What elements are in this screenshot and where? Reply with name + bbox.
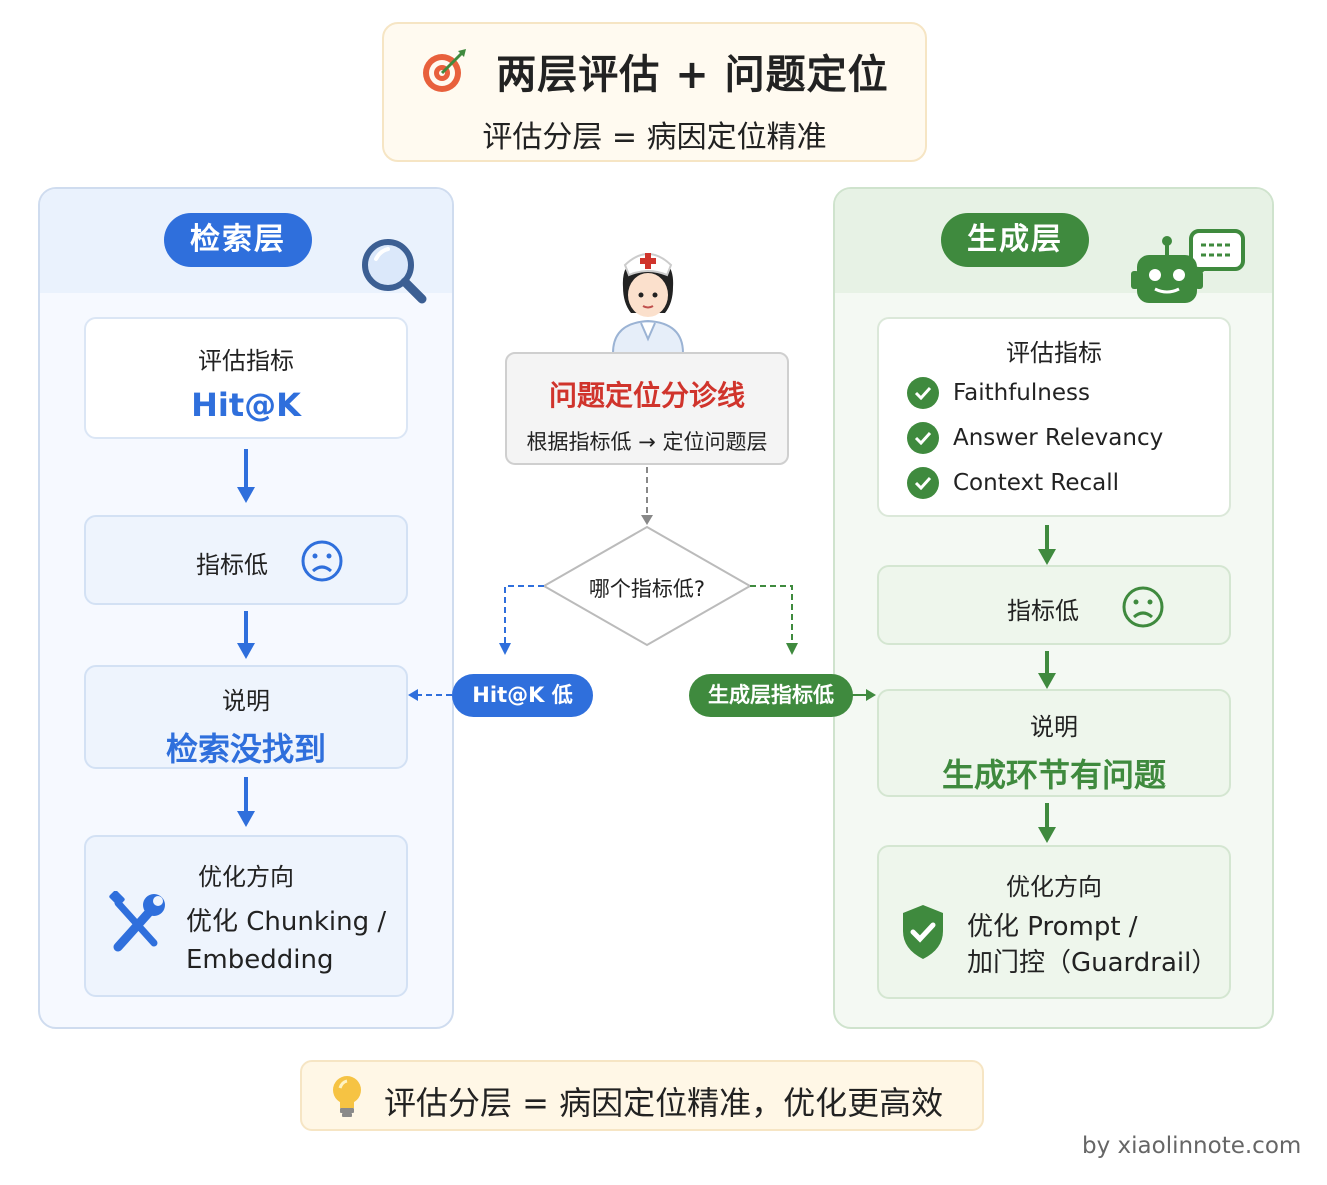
generation-metric-card: 评估指标 Faithfulness Answer Relevancy Conte… <box>877 317 1231 517</box>
header-subtitle: 评估分层 = 病因定位精准 <box>482 120 827 155</box>
retrieval-explain-heading: 说明 <box>222 687 270 715</box>
retrieval-optimize-heading: 优化方向 <box>198 863 294 891</box>
arrow-down-icon <box>237 449 255 503</box>
retrieval-explain-card: 说明 检索没找到 <box>84 665 408 769</box>
metric-answer-relevancy: Answer Relevancy <box>907 422 1163 454</box>
arrow-down-icon <box>1038 803 1056 843</box>
lightbulb-icon <box>333 1076 361 1117</box>
arrow-down-icon <box>237 777 255 827</box>
robot-chat-icon <box>1131 229 1245 303</box>
check-icon <box>907 422 939 454</box>
metric-faithfulness: Faithfulness <box>907 377 1163 409</box>
decision-question: 哪个指标低? <box>588 577 706 601</box>
triage-title: 问题定位分诊线 <box>548 379 745 412</box>
retrieval-optimize-line2: Embedding <box>186 945 334 975</box>
generation-metric-heading: 评估指标 <box>1006 339 1102 367</box>
generation-low-tag: 生成层指标低 <box>689 674 853 717</box>
generation-low-card: 指标低 <box>877 565 1231 645</box>
retrieval-layer-panel: 检索层 评估指标 Hit@K 指标低 说明 检索没找到 <box>38 187 454 1029</box>
arrow-down-icon <box>1038 525 1056 565</box>
generation-explain-heading: 说明 <box>1030 713 1078 741</box>
retrieval-optimize-line1: 优化 Chunking / <box>186 907 387 937</box>
decision-connectors <box>408 467 876 701</box>
generation-explain-card: 说明 生成环节有问题 <box>877 689 1231 797</box>
triage-card: 问题定位分诊线 根据指标低 → 定位问题层 <box>505 352 789 465</box>
metric-label: Context Recall <box>953 470 1120 496</box>
generation-optimize-line1: 优化 Prompt / <box>967 912 1138 942</box>
generation-optimize-line2: 加门控（Guardrail） <box>967 948 1218 978</box>
retrieval-layer-pill: 检索层 <box>164 213 312 267</box>
footer-text: 评估分层 = 病因定位精准，优化更高效 <box>384 1084 944 1122</box>
metric-label: Answer Relevancy <box>953 425 1164 451</box>
check-icon <box>907 377 939 409</box>
retrieval-metric-heading: 评估指标 <box>198 347 294 375</box>
header-panel: 两层评估 + 问题定位 评估分层 = 病因定位精准 <box>382 22 927 162</box>
sad-face-icon <box>1122 586 1164 628</box>
arrow-down-icon <box>237 611 255 659</box>
generation-optimize-heading: 优化方向 <box>1006 873 1102 901</box>
nurse-icon <box>611 253 685 353</box>
wrench-screwdriver-icon <box>109 891 165 952</box>
shield-check-icon <box>903 905 943 959</box>
magnifier-icon <box>362 239 427 304</box>
retrieval-low-card: 指标低 <box>84 515 408 605</box>
retrieval-explain-text: 检索没找到 <box>165 730 326 768</box>
metric-context-recall: Context Recall <box>907 467 1163 499</box>
page-title: 两层评估 + 问题定位 <box>384 42 925 100</box>
triage-subtitle: 根据指标低 → 定位问题层 <box>526 430 768 454</box>
generation-layer-pill: 生成层 <box>941 213 1089 267</box>
hitk-low-tag: Hit@K 低 <box>452 674 593 717</box>
credit-text: by xiaolinnote.com <box>1082 1133 1302 1159</box>
generation-layer-panel: 生成层 评估指标 Faithfulness Answer Relevancy <box>833 187 1274 1029</box>
retrieval-low-label: 指标低 <box>196 551 268 579</box>
generation-low-label: 指标低 <box>1007 597 1079 625</box>
target-icon <box>423 49 467 92</box>
retrieval-metric-card: 评估指标 Hit@K <box>84 317 408 439</box>
metric-label: Faithfulness <box>953 380 1090 406</box>
retrieval-metric-value: Hit@K <box>191 386 301 424</box>
footer-banner: 评估分层 = 病因定位精准，优化更高效 <box>300 1060 984 1131</box>
generation-explain-text: 生成环节有问题 <box>941 756 1166 794</box>
retrieval-optimize-card: 优化方向 优化 Chunking / Embedding <box>84 835 408 997</box>
header-title-text: 两层评估 + 问题定位 <box>496 52 889 98</box>
check-icon <box>907 467 939 499</box>
arrow-down-icon <box>1038 651 1056 689</box>
sad-face-icon <box>301 540 343 582</box>
generation-optimize-card: 优化方向 优化 Prompt / 加门控（Guardrail） <box>877 845 1231 999</box>
